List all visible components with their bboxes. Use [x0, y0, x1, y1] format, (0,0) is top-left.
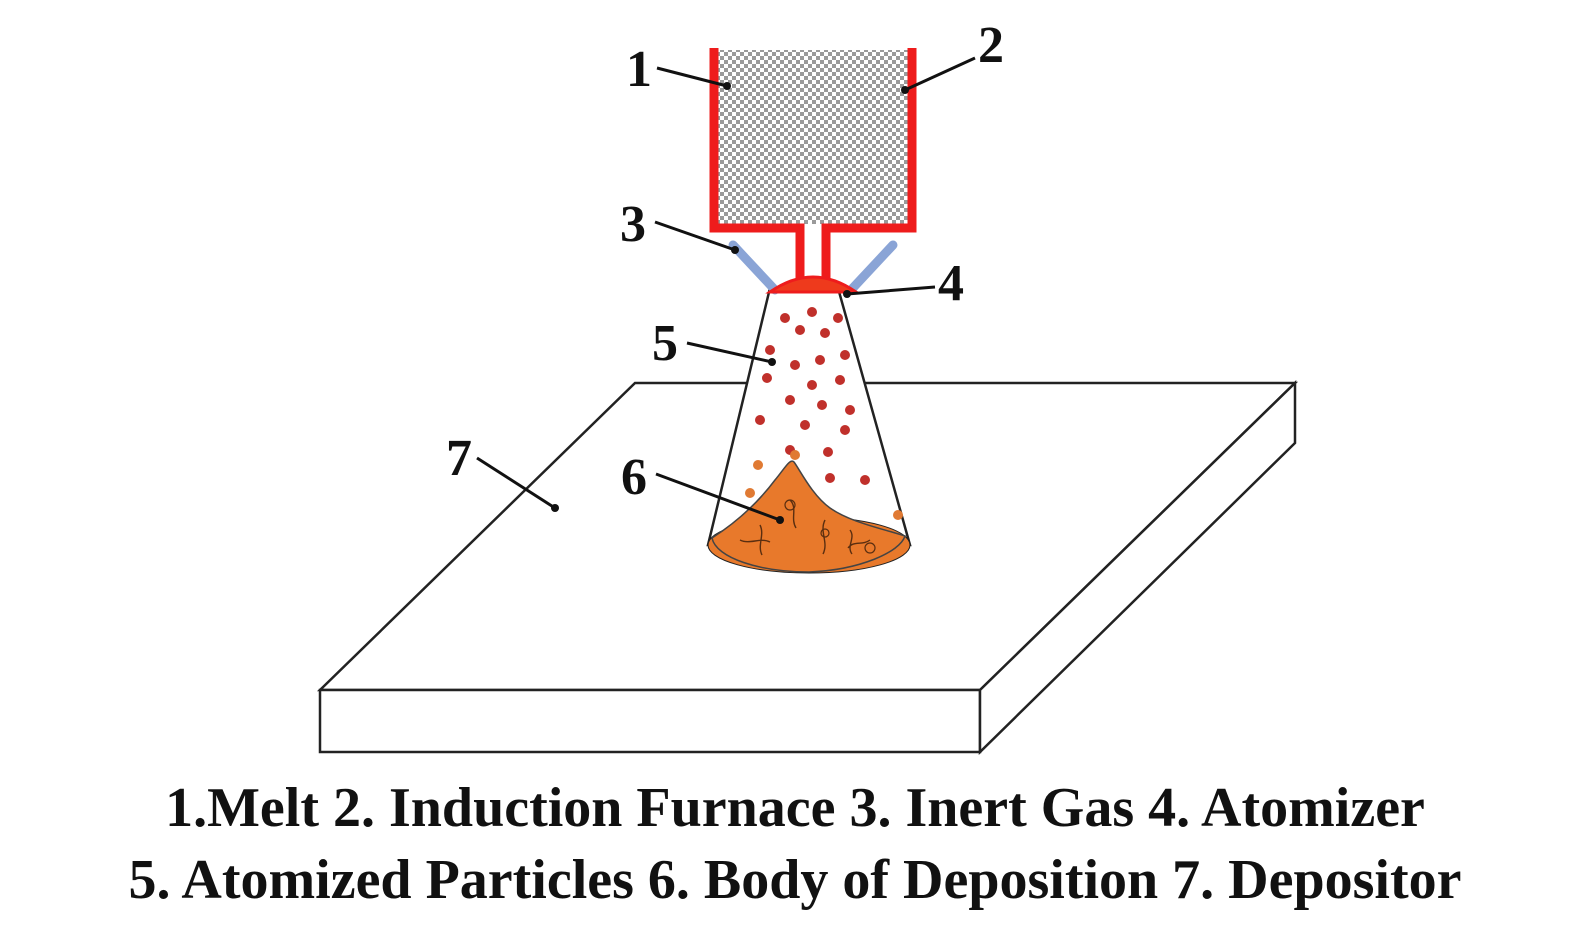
atomized-particle	[765, 345, 775, 355]
leader-line-1	[656, 66, 728, 88]
callout-3: 3	[620, 196, 646, 253]
deposition-bubble	[864, 542, 876, 554]
leader-dot-2	[901, 86, 909, 94]
atomized-particle	[785, 395, 795, 405]
atomized-particle	[823, 447, 833, 457]
atomized-particle	[790, 360, 800, 370]
caption-line-2: 5. Atomized Particles 6. Body of Deposit…	[128, 849, 1462, 911]
leader-line-5	[686, 341, 773, 364]
atomized-particle	[820, 328, 830, 338]
leader-dot-4	[843, 290, 851, 298]
atomized-particle	[800, 420, 810, 430]
leader-dots	[551, 82, 909, 524]
leader-dot-5	[768, 358, 776, 366]
cooling-particle	[745, 488, 755, 498]
deposition-body	[707, 460, 911, 574]
atomized-particle	[817, 400, 827, 410]
atomized-particle	[780, 313, 790, 323]
melt-fill	[718, 50, 908, 224]
leader-dot-1	[723, 82, 731, 90]
induction-furnace	[709, 48, 917, 282]
atomized-particle	[840, 350, 850, 360]
cooling-particle	[753, 460, 763, 470]
atomized-particle	[755, 415, 765, 425]
caption-line-1: 1.Melt 2. Induction Furnace 3. Inert Gas…	[165, 777, 1425, 839]
leader-line-7	[476, 456, 556, 510]
atomized-particle	[860, 475, 870, 485]
atomized-particle	[807, 380, 817, 390]
leader-lines	[476, 56, 976, 522]
callout-6: 6	[621, 449, 647, 506]
callout-7: 7	[446, 430, 472, 487]
leader-dot-7	[551, 504, 559, 512]
atomized-particle	[840, 425, 850, 435]
leader-line-4	[846, 285, 936, 296]
gas-nozzle-left	[728, 240, 780, 295]
leader-line-2	[904, 56, 976, 92]
furnace-wall	[709, 48, 917, 282]
atomized-particles	[745, 307, 903, 520]
atomized-particle	[807, 307, 817, 317]
cooling-particle	[790, 450, 800, 460]
spray-cone	[706, 286, 912, 547]
atomized-particle	[795, 325, 805, 335]
leader-dot-3	[731, 246, 739, 254]
callout-4: 4	[938, 255, 964, 312]
depositor-side-face	[978, 380, 1297, 755]
atomized-particle	[835, 375, 845, 385]
deposition-bubble	[784, 499, 796, 511]
leader-line-6	[655, 472, 781, 522]
callout-1: 1	[626, 41, 652, 98]
inert-gas-nozzles	[728, 240, 898, 295]
callout-2: 2	[978, 17, 1004, 74]
leader-line-3	[654, 220, 736, 252]
atomized-particle	[825, 473, 835, 483]
deposition-bubble	[820, 528, 830, 538]
leader-dot-6	[776, 516, 784, 524]
atomized-particle	[845, 405, 855, 415]
atomized-particle	[833, 313, 843, 323]
atomized-particle	[762, 373, 772, 383]
atomizer-nozzle	[765, 275, 861, 294]
depositor-front-face	[318, 688, 982, 754]
callout-5: 5	[652, 315, 678, 372]
cooling-particle	[893, 510, 903, 520]
gas-nozzle-right	[846, 240, 898, 295]
atomized-particle	[815, 355, 825, 365]
